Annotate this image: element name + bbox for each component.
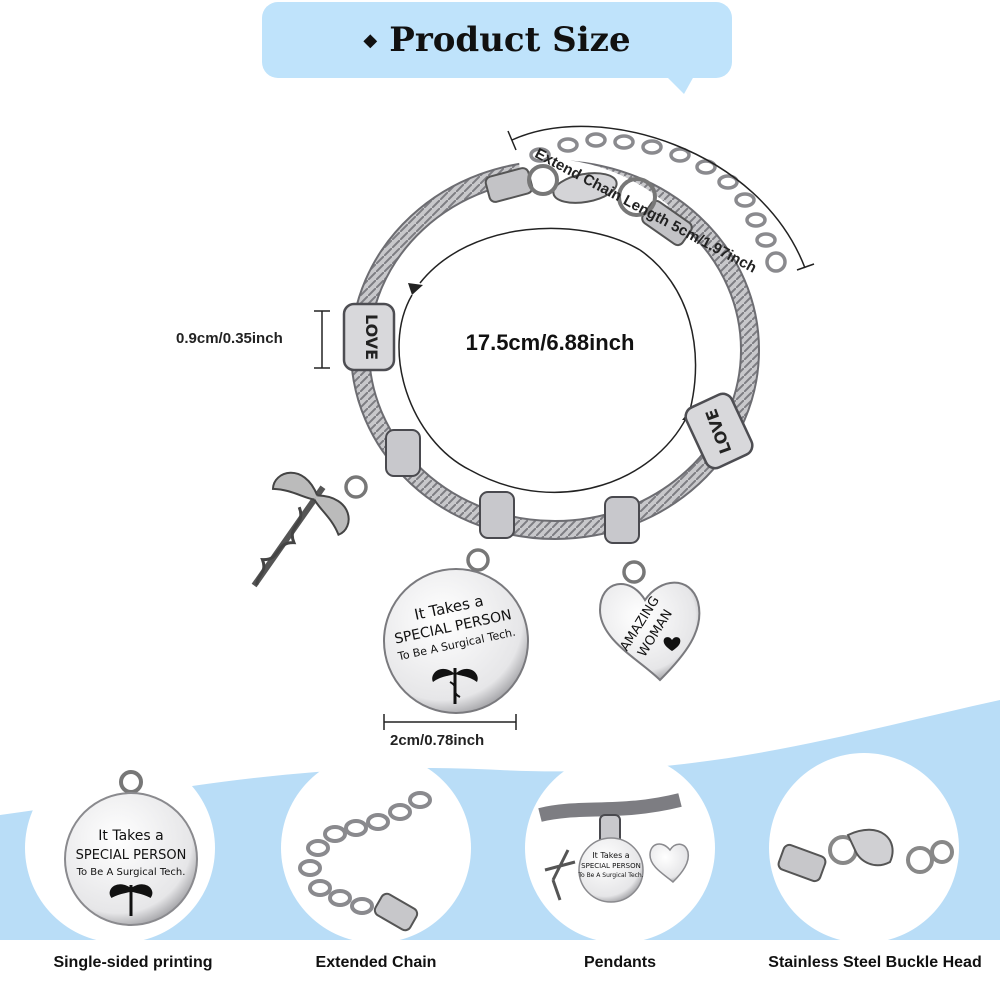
- buckle-head-thumbnail: [777, 828, 954, 883]
- page-title: Product Size: [389, 20, 631, 60]
- caption-extended-chain: Extended Chain: [315, 954, 437, 971]
- caduceus-pendant: [251, 471, 350, 588]
- bead-height-label: 0.9cm/0.35inch: [176, 330, 283, 347]
- title-bubble-tail: [666, 76, 694, 94]
- svg-text:It Takes a: It Takes a: [98, 828, 163, 844]
- svg-text:LOVE: LOVE: [362, 314, 381, 360]
- svg-text:It Takes a: It Takes a: [592, 851, 629, 860]
- pendants-thumbnail: It Takes a SPECIAL PERSON To Be A Surgic…: [538, 793, 690, 903]
- svg-text:SPECIAL PERSON: SPECIAL PERSON: [76, 848, 187, 863]
- single-sided-printing-thumbnail: It Takes a SPECIAL PERSON To Be A Surgic…: [64, 770, 198, 926]
- svg-text:To Be A Surgical Tech.: To Be A Surgical Tech.: [577, 872, 643, 879]
- bracelet-length-label: 17.5cm/6.88inch: [465, 330, 635, 355]
- caption-single-sided-printing: Single-sided printing: [53, 954, 213, 971]
- pendant-diameter-label: 2cm/0.78inch: [390, 732, 485, 749]
- title-banner: ◆ Product Size: [262, 2, 732, 78]
- diamond-icon: ◆: [363, 29, 378, 50]
- caption-pendants: Pendants: [583, 954, 656, 971]
- caption-stainless-steel-buckle-head: Stainless Steel Buckle Head: [768, 954, 982, 971]
- svg-text:To Be A Surgical Tech.: To Be A Surgical Tech.: [76, 867, 186, 878]
- bracelet-illustration: LOVE LOVE It Takes a SPECIAL PERSON To: [251, 125, 815, 730]
- extended-chain-thumbnail: [298, 791, 432, 932]
- svg-text:SPECIAL PERSON: SPECIAL PERSON: [581, 862, 641, 870]
